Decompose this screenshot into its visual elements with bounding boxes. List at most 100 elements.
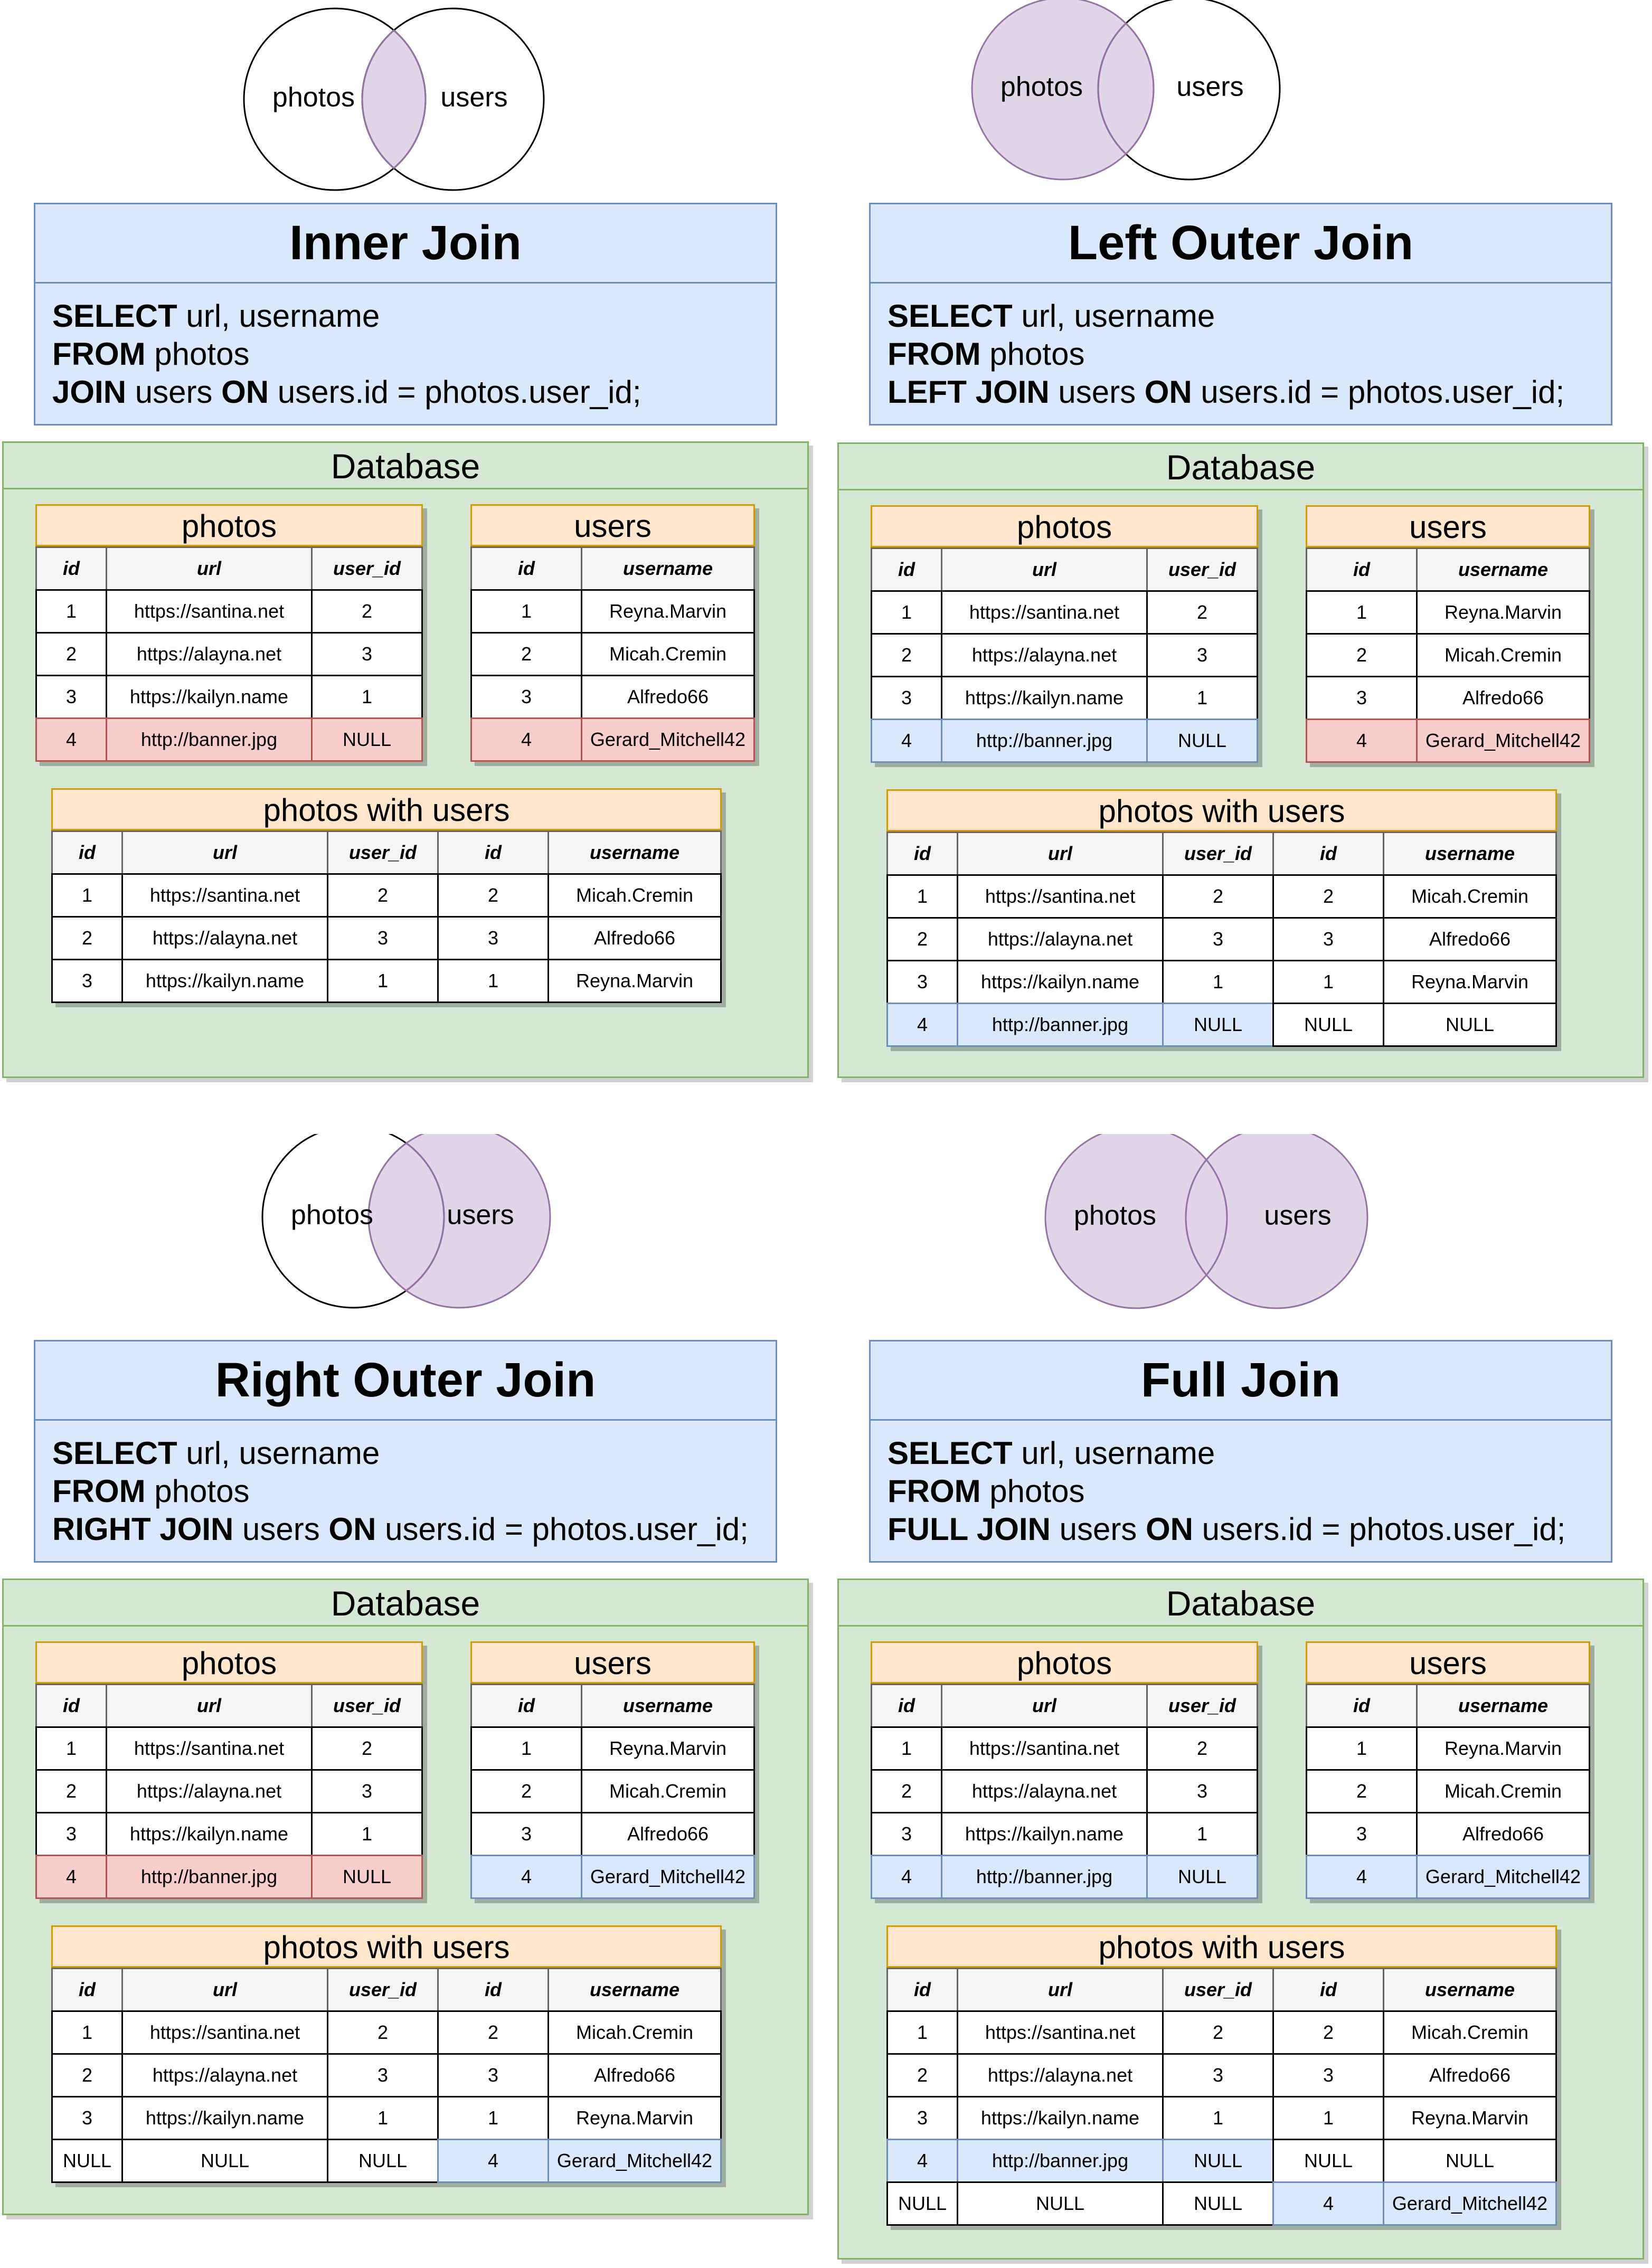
sql-text: users.id = photos.user_id; [1192, 374, 1565, 410]
table-cell: https://alayna.net [941, 633, 1148, 677]
table-cell: 3 [437, 2053, 549, 2097]
join-title: Right Outer Join [35, 1341, 776, 1421]
table-cell: 2 [1162, 874, 1274, 919]
table-cell: 3 [886, 2096, 958, 2140]
photos-table-title: photos [35, 1641, 423, 1684]
table-cell: https://kailyn.name [957, 2096, 1164, 2140]
join-title: Full Join [871, 1341, 1611, 1421]
table-cell: 2 [1272, 2010, 1384, 2055]
table-cell: https://santina.net [106, 1726, 313, 1771]
table-cell: 2 [871, 1769, 942, 1813]
table-cell: 1 [437, 2096, 549, 2140]
table-cell: 2 [1306, 633, 1418, 677]
sql-code: SELECT url, username FROM photos RIGHT J… [35, 1421, 776, 1548]
column-header: username [547, 830, 722, 875]
table-cell: 4 [1306, 1855, 1418, 1899]
table-cell: 1 [311, 675, 423, 719]
sql-code: SELECT url, username FROM photos LEFT JO… [871, 284, 1611, 411]
sql-text: users [233, 1511, 329, 1547]
table-cell: Gerard_Mitchell42 [1383, 2181, 1557, 2226]
table-cell: 1 [886, 2010, 958, 2055]
table-cell: Alfredo66 [547, 916, 722, 960]
column-header: id [51, 1968, 123, 2012]
table-cell: Gerard_Mitchell42 [581, 1855, 755, 1899]
sql-text: url, username [1012, 298, 1215, 334]
table-cell: 2 [51, 916, 123, 960]
sql-text: url, username [1012, 1435, 1215, 1471]
table-cell: https://alayna.net [121, 2053, 328, 2097]
table-cell: 4 [470, 1855, 582, 1899]
join-panel-3: photos users Right Outer Join SELECT url… [0, 0, 826, 2215]
sql-text: photos [980, 1473, 1085, 1509]
table-cell: NULL [1272, 1003, 1384, 1047]
column-header: id [51, 830, 123, 875]
table-cell: NULL [311, 1855, 423, 1899]
table-cell: 2 [327, 873, 439, 918]
users-table-title: users [470, 1641, 755, 1684]
column-header: id [35, 1684, 107, 1728]
table-cell: https://kailyn.name [941, 1812, 1148, 1856]
table-cell: NULL [886, 2181, 958, 2226]
table-cell: NULL [1383, 2139, 1557, 2183]
venn-left-label: photos [1000, 72, 1083, 102]
join-panel-4: photos users Full Join SELECT url, usern… [835, 0, 1652, 2260]
join-title: Inner Join [35, 204, 776, 284]
venn-left-label: photos [291, 1200, 373, 1231]
table-cell: NULL [1383, 1003, 1557, 1047]
sql-keyword: RIGHT JOIN [52, 1511, 234, 1547]
sql-query-box: Inner Join SELECT url, username FROM pho… [34, 203, 777, 426]
venn-diagram: photos users [835, 0, 1652, 201]
table-cell: https://kailyn.name [121, 2096, 328, 2140]
table-cell: 3 [437, 916, 549, 960]
table-cell: 3 [311, 1769, 423, 1813]
column-header: user_id [1162, 1968, 1274, 2012]
column-header: user_id [311, 546, 423, 591]
sql-text: users [1049, 374, 1145, 410]
sql-text: users.id = photos.user_id; [1193, 1511, 1566, 1547]
column-header: username [1383, 1968, 1557, 2012]
database-title: Database [4, 443, 807, 489]
column-header: url [957, 1968, 1164, 2012]
table-cell: NULL [1272, 2139, 1384, 2183]
sql-query-box: Right Outer Join SELECT url, username FR… [34, 1340, 777, 1563]
table-cell: 4 [437, 2139, 549, 2183]
venn-diagram: photos users [0, 0, 826, 201]
table-cell: 1 [1146, 676, 1258, 720]
table-cell: 3 [1272, 917, 1384, 961]
sql-text: users [126, 374, 222, 410]
column-header: username [581, 1684, 755, 1728]
column-header: user_id [311, 1684, 423, 1728]
table-cell: https://santina.net [941, 590, 1148, 635]
photos-with-users-table-title: photos with users [51, 788, 722, 830]
table-cell: Gerard_Mitchell42 [547, 2139, 722, 2183]
table-cell: 3 [51, 959, 123, 1003]
table-cell: NULL [51, 2139, 123, 2183]
sql-text: url, username [177, 1435, 380, 1471]
venn-diagram: photos users [835, 1134, 1652, 1335]
table-cell: 3 [871, 1812, 942, 1856]
